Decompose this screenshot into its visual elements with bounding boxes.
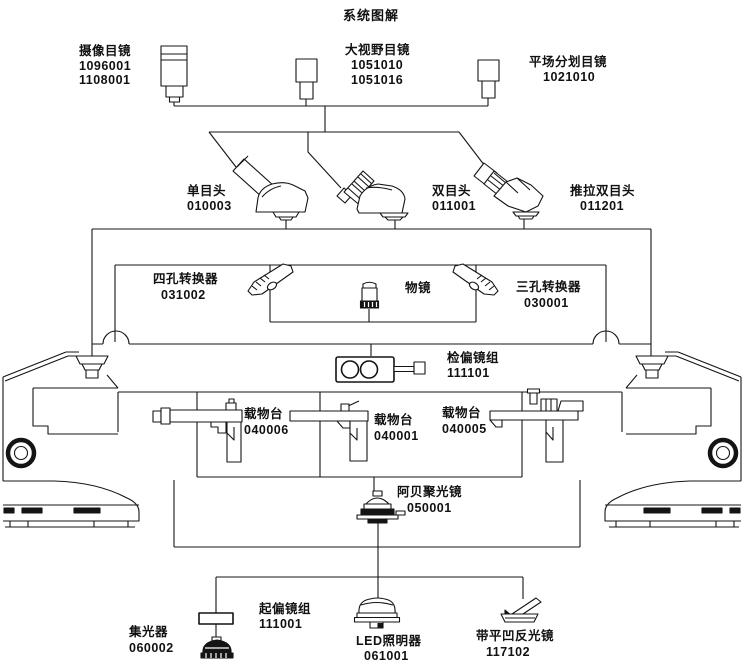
wide-field-eyepiece-icon (295, 58, 318, 100)
component-name: 载物台 (374, 413, 414, 427)
component-code: 030001 (524, 296, 569, 310)
label-objective: 物镜 (405, 281, 431, 296)
microscope-body-right (605, 352, 741, 527)
label-stage-2: 载物台 040001 (374, 412, 419, 444)
component-name: 物镜 (405, 281, 432, 295)
component-name: 载物台 (442, 406, 482, 420)
polarizer-set-icon (198, 612, 234, 625)
component-name: 三孔转换器 (516, 280, 582, 294)
label-collector: 集光器 060002 (129, 624, 174, 656)
component-name: 载物台 (244, 407, 284, 421)
component-name: LED照明器 (356, 634, 422, 648)
component-name: 摄像目镜 (79, 44, 132, 58)
component-code: 060002 (129, 641, 174, 655)
component-code: 011001 (432, 199, 477, 213)
component-code: 040001 (374, 429, 419, 443)
component-name: 推拉双目头 (570, 184, 636, 198)
component-code: 117102 (486, 645, 531, 659)
collector-icon (200, 636, 234, 659)
base-outline (3, 480, 140, 522)
component-name: 带平凹反光镜 (476, 629, 555, 643)
component-code: 1108001 (79, 73, 131, 87)
plan-reticle-eyepiece-icon (477, 59, 500, 99)
component-code: 031002 (161, 288, 206, 302)
microscope-body-left (2, 351, 140, 528)
eyepiece-holder-icon (75, 355, 109, 365)
label-binocular-head: 双目头 011001 (432, 184, 476, 214)
label-stage-3: 载物台 040005 (442, 405, 487, 437)
crossover-arc-right (592, 330, 620, 345)
label-led-illuminator: LED照明器 061001 (356, 634, 422, 664)
label-stage-1: 载物台 040006 (244, 406, 289, 438)
component-name: 单目头 (187, 184, 227, 198)
component-name: 起偏镜组 (259, 602, 312, 616)
component-code: 1096001 (79, 58, 132, 73)
component-code: 040005 (442, 422, 487, 436)
stage-2-icon (289, 400, 369, 462)
sliding-binocular-head-icon (473, 162, 544, 220)
label-plan-reticle-eyepiece: 平场分划目镜 1021010 (529, 55, 607, 85)
label-camera-eyepiece: 摄像目镜 1096001 1108001 (79, 44, 131, 88)
label-wide-field-eyepiece: 大视野目镜 1051010 1051016 (345, 43, 410, 88)
label-plano-concave-mirror: 带平凹反光镜 117102 (476, 628, 554, 660)
label-analyzer-set: 检偏镜组 111101 (447, 351, 499, 381)
monocular-head-icon (232, 155, 309, 221)
component-name: 集光器 (129, 625, 169, 639)
plano-concave-mirror-icon (500, 597, 542, 623)
label-quadruple-nosepiece: 四孔转换器 031002 (153, 271, 218, 303)
component-code: 010003 (187, 199, 232, 213)
led-illuminator-icon (353, 597, 401, 629)
connector-lines (91, 98, 652, 637)
component-code: 040006 (244, 423, 289, 437)
component-name: 检偏镜组 (447, 351, 500, 365)
abbe-condenser-icon (356, 490, 406, 524)
component-name: 双目头 (432, 184, 472, 198)
crossover-arc-left (102, 330, 130, 345)
label-monocular-head: 单目头 010003 (187, 184, 232, 214)
component-code: 1051016 (351, 73, 404, 87)
quadruple-nosepiece-icon (247, 263, 294, 296)
binocular-head-icon (336, 170, 409, 221)
label-polarizer-set: 起偏镜组 111001 (259, 602, 311, 632)
component-name: 四孔转换器 (153, 272, 219, 286)
stage-3-icon (489, 388, 584, 463)
focus-knob-icon (5, 437, 37, 469)
page-title: 系统图解 (342, 8, 399, 23)
camera-eyepiece-icon (160, 45, 188, 103)
component-code: 1021010 (543, 70, 596, 84)
component-name: 平场分划目镜 (529, 55, 608, 69)
stage-1-icon (152, 398, 243, 463)
component-code: 050001 (407, 501, 452, 515)
label-abbe-condenser: 阿贝聚光镜 050001 (397, 484, 462, 516)
component-code: 1051010 (351, 58, 404, 72)
analyzer-set-icon (335, 356, 426, 383)
component-code: 011201 (580, 199, 625, 213)
component-code: 061001 (364, 649, 409, 663)
label-triple-nosepiece: 三孔转换器 030001 (516, 279, 581, 311)
objective-icon (359, 281, 380, 309)
component-code: 111001 (259, 617, 303, 631)
component-code: 111101 (447, 366, 490, 380)
label-sliding-binocular-head: 推拉双目头 011201 (570, 184, 635, 214)
component-name: 大视野目镜 (345, 43, 411, 57)
component-name: 阿贝聚光镜 (397, 485, 463, 499)
